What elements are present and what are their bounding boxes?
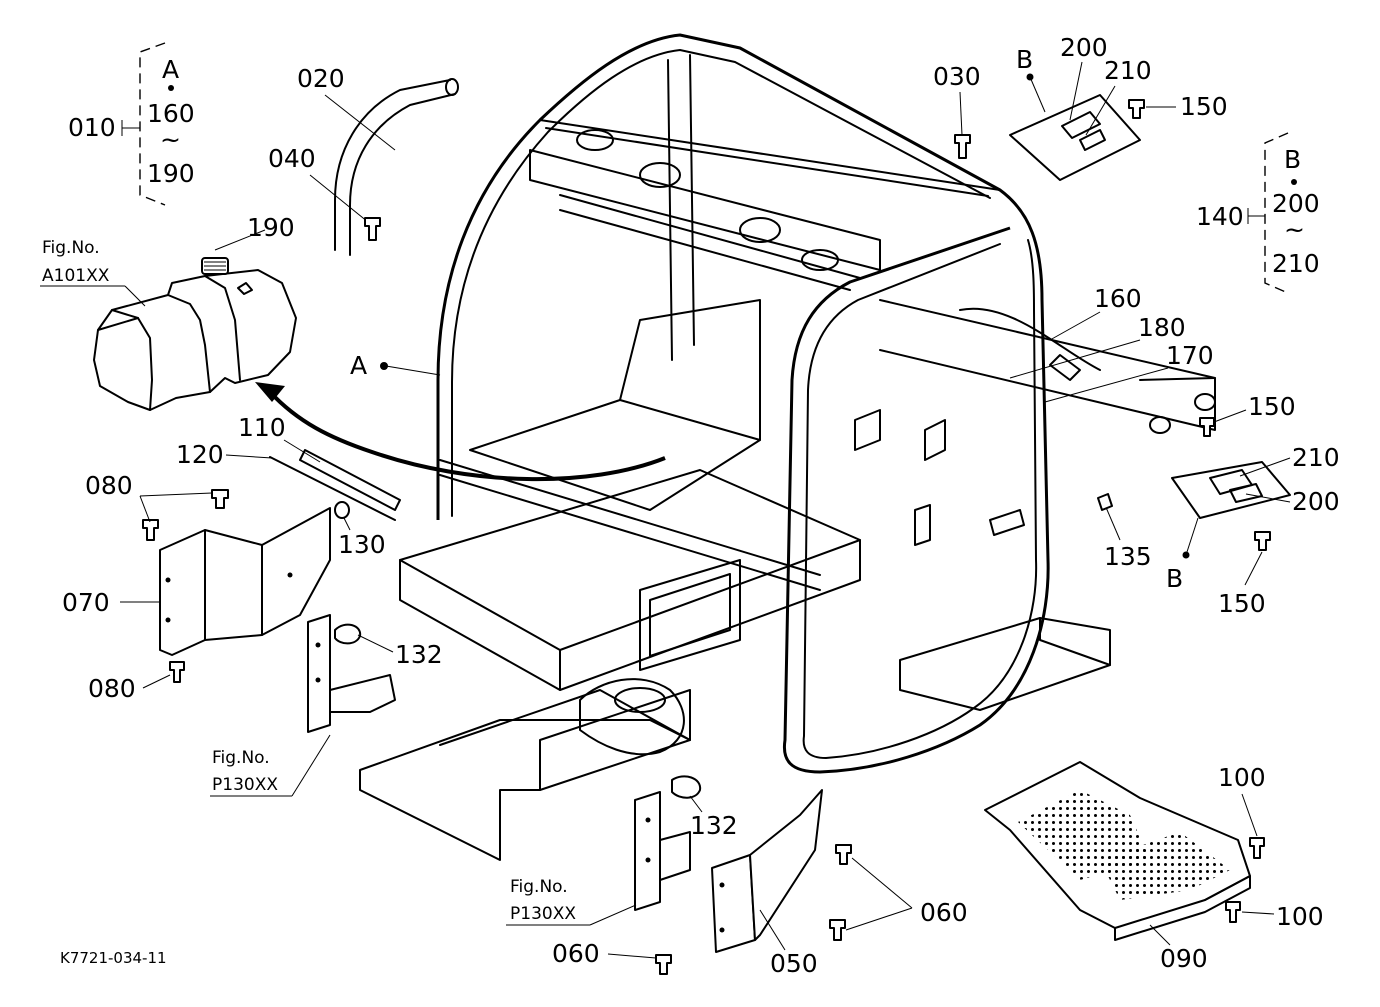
callout-120: 120 bbox=[176, 440, 224, 469]
side-cover-070 bbox=[159, 507, 331, 656]
callout-050: 050 bbox=[770, 949, 818, 978]
group-140-to: 210 bbox=[1272, 249, 1320, 278]
rops-frame bbox=[334, 33, 1216, 861]
fig-ref-p130-left-code: P130XX bbox=[212, 775, 278, 795]
group-bracket-010 bbox=[121, 42, 174, 206]
fig-ref-a101-label: Fig.No. bbox=[42, 238, 100, 258]
callout-150-bottom: 150 bbox=[1218, 589, 1266, 618]
callout-200-top: 200 bbox=[1060, 33, 1108, 62]
step-plate-top bbox=[1009, 94, 1141, 181]
callout-040: 040 bbox=[268, 144, 316, 173]
fig-ref-p130-bottom-label: Fig.No. bbox=[510, 877, 568, 897]
callout-030: 030 bbox=[933, 62, 981, 91]
fig-ref-p130-left-label: Fig.No. bbox=[212, 748, 270, 768]
fig-ref-a101-code: A101XX bbox=[42, 266, 110, 286]
control-bracket-bottom bbox=[634, 791, 691, 911]
callout-100-bottom: 100 bbox=[1276, 902, 1324, 931]
callout-150-top: 150 bbox=[1180, 92, 1228, 121]
marker-b-top: B bbox=[1016, 45, 1033, 74]
callout-080-bottom: 080 bbox=[88, 674, 136, 703]
group-010-from: 160 bbox=[147, 99, 195, 128]
group-140-from: 200 bbox=[1272, 189, 1320, 218]
callout-132-left: 132 bbox=[395, 640, 443, 669]
callout-200-right: 200 bbox=[1292, 487, 1340, 516]
group-bracket-140 bbox=[1247, 132, 1297, 294]
marker-b-bottom: B bbox=[1166, 564, 1183, 593]
group-010-to: 190 bbox=[147, 159, 195, 188]
callout-132-bottom: 132 bbox=[690, 811, 738, 840]
step-plate-bottom bbox=[1171, 461, 1291, 519]
removal-arrow bbox=[255, 382, 666, 482]
leader-190 bbox=[214, 229, 266, 251]
group-010-tilde: ~ bbox=[160, 125, 181, 154]
callout-060-right: 060 bbox=[920, 898, 968, 927]
front-cover-050 bbox=[711, 789, 823, 953]
group-010-letter: A bbox=[162, 55, 179, 84]
callout-010: 010 bbox=[68, 113, 116, 142]
control-bracket-left bbox=[307, 614, 396, 733]
callout-150-right: 150 bbox=[1248, 392, 1296, 421]
callout-210-top: 210 bbox=[1104, 56, 1152, 85]
callout-190: 190 bbox=[247, 213, 295, 242]
callout-210-right: 210 bbox=[1292, 443, 1340, 472]
floor-mat-090 bbox=[984, 761, 1251, 941]
group-140-tilde: ~ bbox=[1284, 215, 1305, 244]
group-140-letter: B bbox=[1284, 145, 1301, 174]
callout-110: 110 bbox=[238, 413, 286, 442]
callout-135: 135 bbox=[1104, 542, 1152, 571]
callout-080-top: 080 bbox=[85, 471, 133, 500]
callout-160: 160 bbox=[1094, 284, 1142, 313]
callout-140: 140 bbox=[1196, 202, 1244, 231]
callout-090: 090 bbox=[1160, 944, 1208, 973]
fig-ref-p130-bottom-code: P130XX bbox=[510, 904, 576, 924]
callout-020: 020 bbox=[297, 64, 345, 93]
callout-060-bottom: 060 bbox=[552, 939, 600, 968]
callout-180: 180 bbox=[1138, 313, 1186, 342]
callout-070: 070 bbox=[62, 588, 110, 617]
drawing-code: K7721-034-11 bbox=[60, 949, 167, 967]
callout-170: 170 bbox=[1166, 341, 1214, 370]
marker-a-frame: A bbox=[350, 351, 367, 380]
callout-100-top: 100 bbox=[1218, 763, 1266, 792]
callout-130: 130 bbox=[338, 530, 386, 559]
